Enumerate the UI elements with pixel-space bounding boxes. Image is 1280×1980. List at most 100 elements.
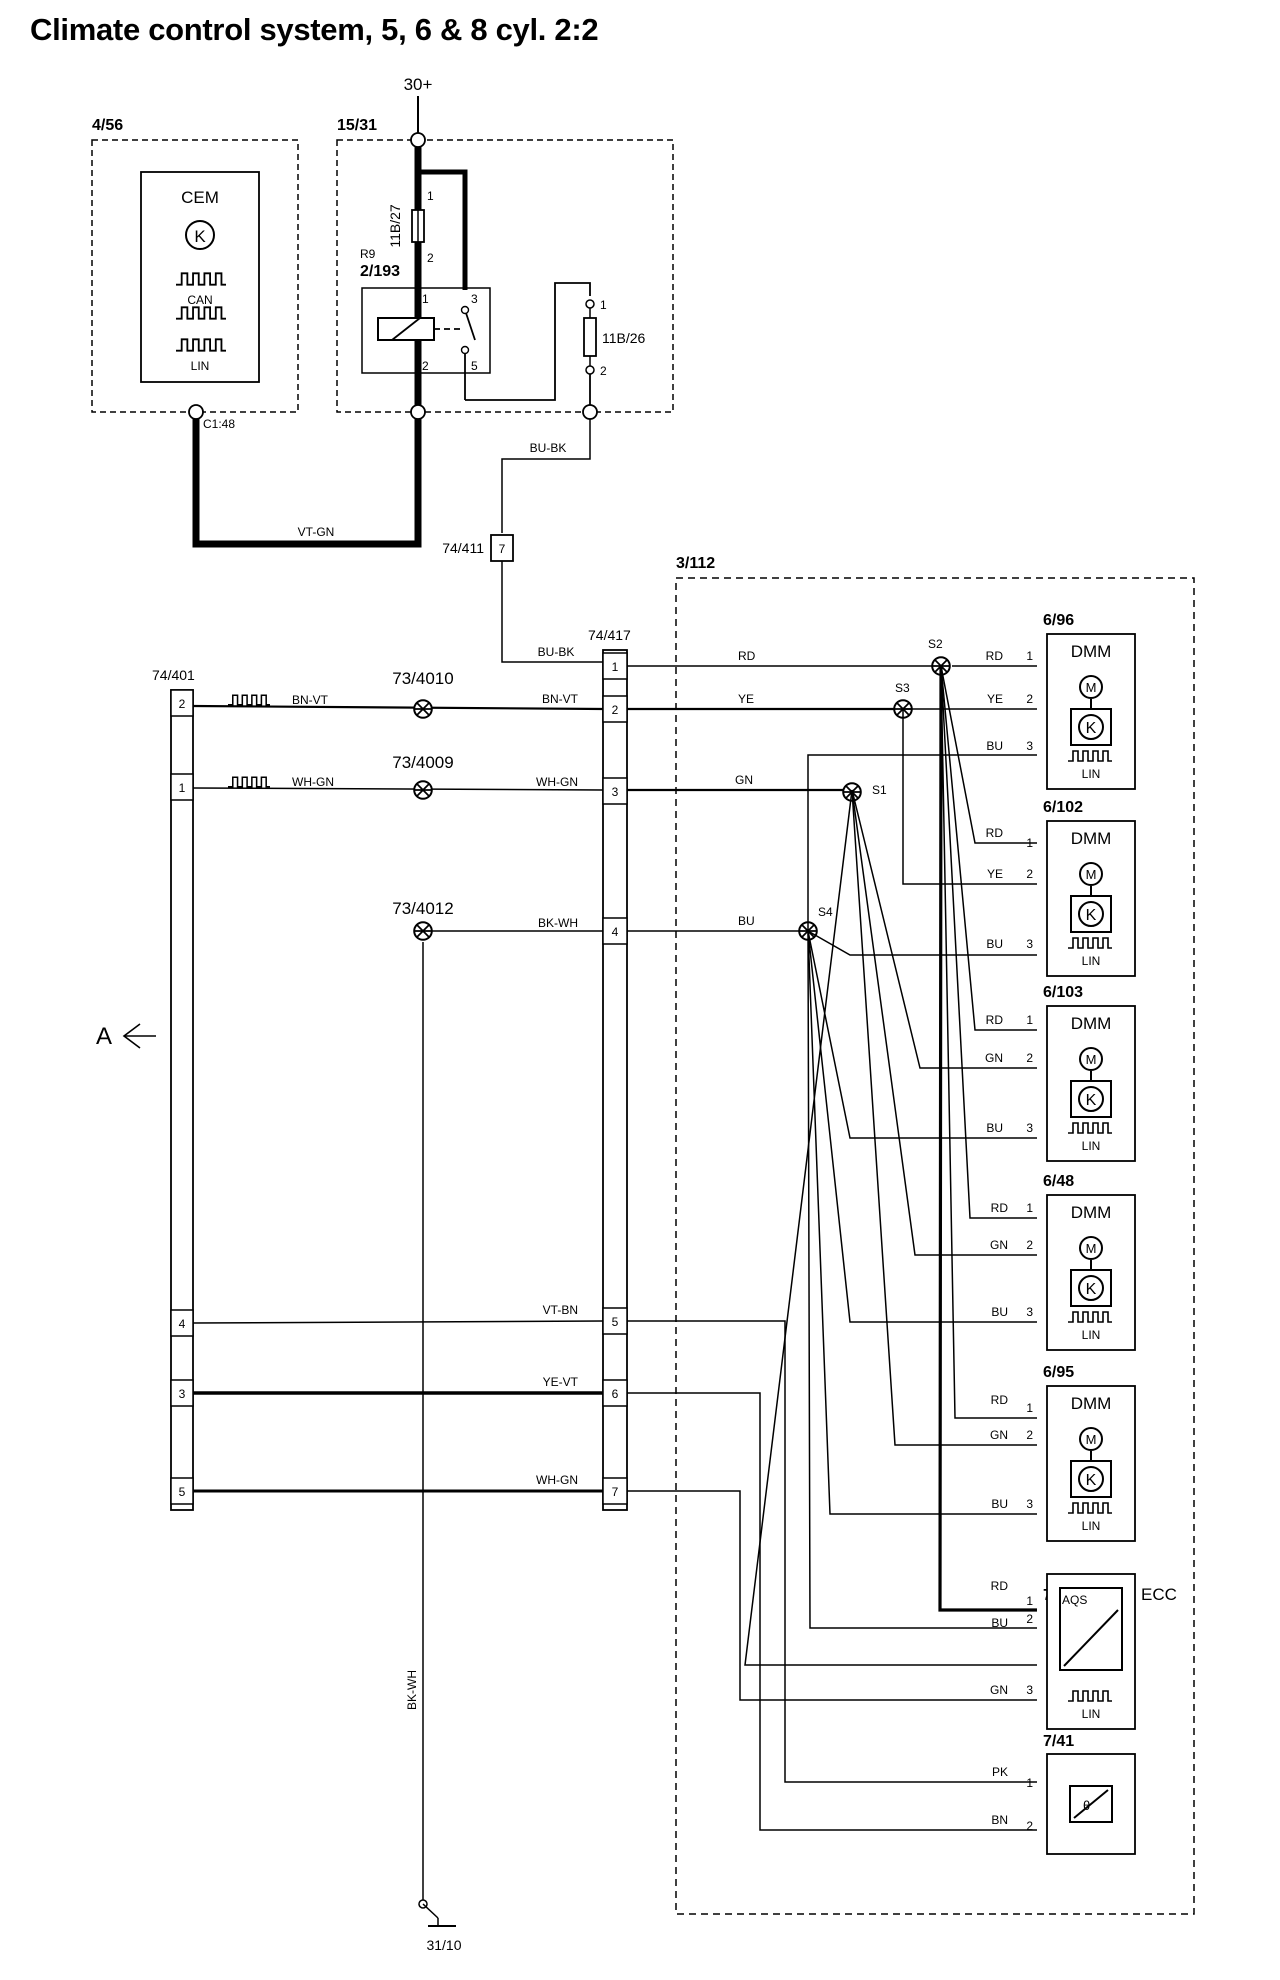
thermistor-icon — [1069, 1785, 1113, 1823]
fuse2-label: 11B/26 — [602, 330, 646, 346]
ye-to-m2 — [902, 709, 1037, 885]
ecc-label: ECC — [1141, 1585, 1177, 1604]
wire-wh-gn — [192, 787, 604, 791]
theta-glyph: θ — [1083, 1798, 1090, 1813]
fuse-11b26 — [583, 317, 597, 357]
wire-vt-bn — [192, 1320, 604, 1324]
c401-pin4: 4 — [179, 1317, 186, 1331]
c417-pin7: 7 — [612, 1485, 619, 1499]
m4-bu: BU — [991, 1305, 1008, 1319]
motor-6-48: 6/48 DMM LIN 1 2 3 RD GN BU — [990, 1173, 1136, 1351]
lin-pulse-icon — [175, 338, 227, 352]
m2-pin1: 1 — [1026, 836, 1033, 850]
motor-6-103-id: 6/103 — [1043, 984, 1083, 1001]
wire-vt-gn — [192, 419, 422, 548]
connector-74-417-pins: 1 2 3 4 5 6 7 — [602, 652, 628, 1505]
splice-s4-label: S4 — [818, 905, 833, 919]
fuse-box-id: 15/31 — [337, 117, 377, 134]
motor-6-102-name: DMM — [1071, 829, 1112, 848]
c417-pin3: 3 — [612, 785, 619, 799]
bu-fanout — [807, 754, 1037, 1629]
wire-vt-bn-label: VT-BN — [543, 1303, 578, 1317]
aqs-sensor-7-159: 7/159 ECC AQS LIN 1 2 3 RD BU GN — [990, 1573, 1177, 1730]
cem-lin-label: LIN — [191, 359, 210, 373]
cem-connector-label: C1:48 — [203, 417, 235, 431]
fuse2-pin2: 2 — [600, 364, 607, 378]
aqs-pin1: 1 — [1026, 1594, 1033, 1608]
c417-pin2: 2 — [612, 703, 619, 717]
relay-pin3: 3 — [471, 292, 478, 306]
wire-to-7-41-pk — [627, 1320, 1037, 1783]
wire-ye-main-label: YE — [738, 692, 754, 706]
motor-6-103-lin: LIN — [1082, 1139, 1101, 1153]
motor-6-96: 6/96 DMM LIN 1 2 3 RD YE BU — [986, 612, 1136, 790]
wire-bu-bk — [501, 419, 591, 533]
cem-transistor-icon — [185, 220, 215, 250]
wire-bn-vt-label-1: BN-VT — [292, 693, 329, 707]
fuse-box: 15/31 30+ 1 2 11B/27 R9 2/193 1 — [336, 75, 674, 420]
motor-6-96-lin: LIN — [1082, 767, 1101, 781]
relay-pin2: 2 — [422, 359, 429, 373]
wire-bk-wh-label-vert: BK-WH — [405, 1670, 419, 1710]
wire-to-aqs-gn — [627, 1490, 1037, 1701]
relay-box — [361, 287, 491, 374]
motor-6-103-name: DMM — [1071, 1014, 1112, 1033]
wire-bn-vt — [192, 704, 604, 711]
m1-rd: RD — [986, 649, 1004, 663]
m3-pin3: 3 — [1026, 1121, 1033, 1135]
wire-ye-vt-label: YE-VT — [543, 1375, 579, 1389]
m5-pin2: 2 — [1026, 1428, 1033, 1442]
motor-6-48-name: DMM — [1071, 1203, 1112, 1222]
motor-6-96-name: DMM — [1071, 642, 1112, 661]
splice-73-4009-label: 73/4009 — [392, 753, 453, 772]
sensor-pin1: 1 — [1026, 1776, 1033, 1790]
c417-pin1: 1 — [612, 660, 619, 674]
splice-73-4012 — [413, 921, 433, 941]
m4-rd: RD — [991, 1201, 1009, 1215]
relay-pin1: 1 — [422, 292, 429, 306]
aqs-pin2: 2 — [1026, 1612, 1033, 1626]
wire-bn-vt-label-2: BN-VT — [542, 692, 579, 706]
splice-s1-label: S1 — [872, 783, 887, 797]
m1-ye: YE — [987, 692, 1003, 706]
ground-label: 31/10 — [426, 1937, 461, 1953]
aqs-pin3: 3 — [1026, 1683, 1033, 1697]
m5-bu: BU — [991, 1497, 1008, 1511]
motor-6-102-lin: LIN — [1082, 954, 1101, 968]
sensor-id: 7/41 — [1043, 1733, 1074, 1750]
c401-pin1: 1 — [179, 781, 186, 795]
cem-unit — [140, 171, 260, 383]
splice-73-4010-label: 73/4010 — [392, 669, 453, 688]
m4-gn: GN — [990, 1238, 1008, 1252]
c417-pin6: 6 — [612, 1387, 619, 1401]
wh-gn-pulse-icon — [227, 776, 271, 788]
motor-6-48-id: 6/48 — [1043, 1173, 1074, 1190]
wire-to-7-41-bn — [627, 1392, 1037, 1831]
wire-bu-bk-label: BU-BK — [530, 441, 567, 455]
c401-pin5: 5 — [179, 1485, 186, 1499]
fuse-box-out-pin — [410, 404, 426, 420]
cem-label: CEM — [181, 188, 219, 207]
m2-bu: BU — [986, 937, 1003, 951]
wire-bu-main-label: BU — [738, 914, 755, 928]
aqs-bu: BU — [991, 1616, 1008, 1630]
relay-ref: R9 — [360, 247, 376, 261]
motor-6-95-name: DMM — [1071, 1394, 1112, 1413]
splice-73-4009 — [413, 780, 433, 800]
m4-pin2: 2 — [1026, 1238, 1033, 1252]
aqs-gn: GN — [990, 1683, 1008, 1697]
fuse-out-pin — [582, 404, 598, 420]
wire-bu-bk-label-2: BU-BK — [538, 645, 575, 659]
can-pulse-icon — [175, 272, 227, 286]
c417-pin4: 4 — [612, 925, 619, 939]
m2-rd: RD — [986, 826, 1004, 840]
m2-ye: YE — [987, 867, 1003, 881]
m5-pin3: 3 — [1026, 1497, 1033, 1511]
bn-vt-pulse-icon — [227, 694, 271, 706]
page-title: Climate control system, 5, 6 & 8 cyl. 2:… — [30, 12, 599, 47]
wire-wh-gn-2-label: WH-GN — [536, 1473, 578, 1487]
connector-74-401-label: 74/401 — [152, 667, 195, 683]
sensor-bn: BN — [991, 1813, 1008, 1827]
m3-rd: RD — [986, 1013, 1004, 1027]
aqs-symbol-box — [1059, 1587, 1123, 1671]
